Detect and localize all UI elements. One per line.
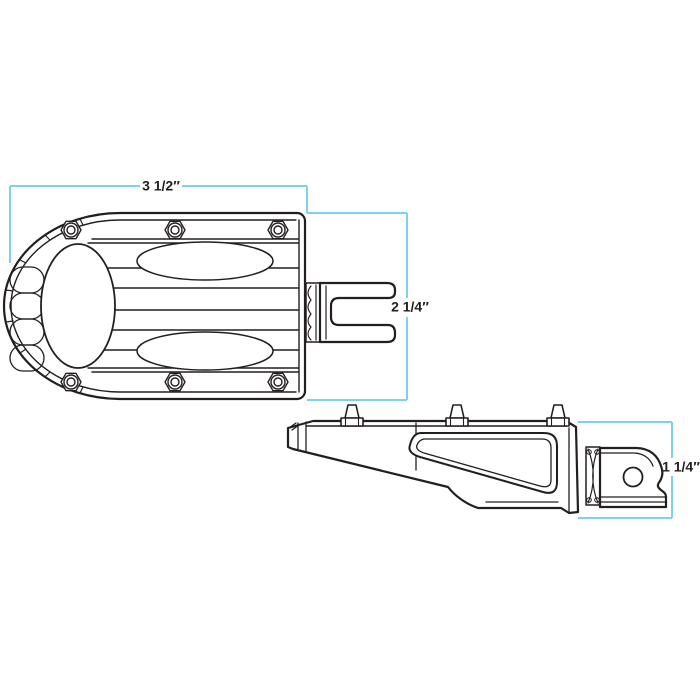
top-view-rim-ticks (5, 218, 84, 394)
side-view-studs (340, 404, 570, 427)
hex-bolt (164, 220, 186, 240)
dimension-height-1-1-4 (578, 421, 673, 519)
hex-bolt (164, 372, 186, 392)
hex-bolt (267, 372, 289, 392)
dimension-height-label: 1 1/4″ (662, 459, 700, 475)
top-view (2, 211, 397, 401)
hex-bolt (60, 372, 82, 392)
top-view-hex-bolts (60, 220, 289, 392)
top-view-clevis-fork (318, 281, 397, 344)
bracket-inner-lines (599, 452, 667, 503)
dimension-width-label: 3 1/2″ (142, 178, 180, 194)
top-view-footpad-oval (40, 243, 116, 369)
side-view-inner-lines (485, 427, 570, 513)
stud (546, 404, 570, 427)
hex-bolt (60, 220, 82, 240)
dimension-depth-lines (307, 212, 408, 401)
dimension-depth-label: 2 1/4″ (391, 299, 429, 315)
stud (445, 404, 469, 427)
side-view-nose-facets (288, 421, 307, 453)
dimension-height-lines (578, 421, 673, 519)
top-view-top-lens (136, 241, 274, 281)
dimension-width-lines (9, 185, 308, 263)
stud (340, 404, 364, 427)
dimension-depth-2-1-4 (307, 212, 408, 401)
side-view-mount-bracket (598, 446, 668, 509)
top-view-knurl-strip (305, 282, 321, 343)
side-view-cutout-window (408, 432, 558, 494)
side-view (286, 404, 668, 515)
side-view-knurl-joint (585, 446, 601, 506)
dimension-width-3-1-2 (9, 185, 308, 263)
top-view-bottom-lens (136, 331, 274, 371)
hex-bolt (267, 220, 289, 240)
bracket-mount-hole (622, 466, 644, 488)
side-view-cutout-inner-line (416, 438, 552, 488)
